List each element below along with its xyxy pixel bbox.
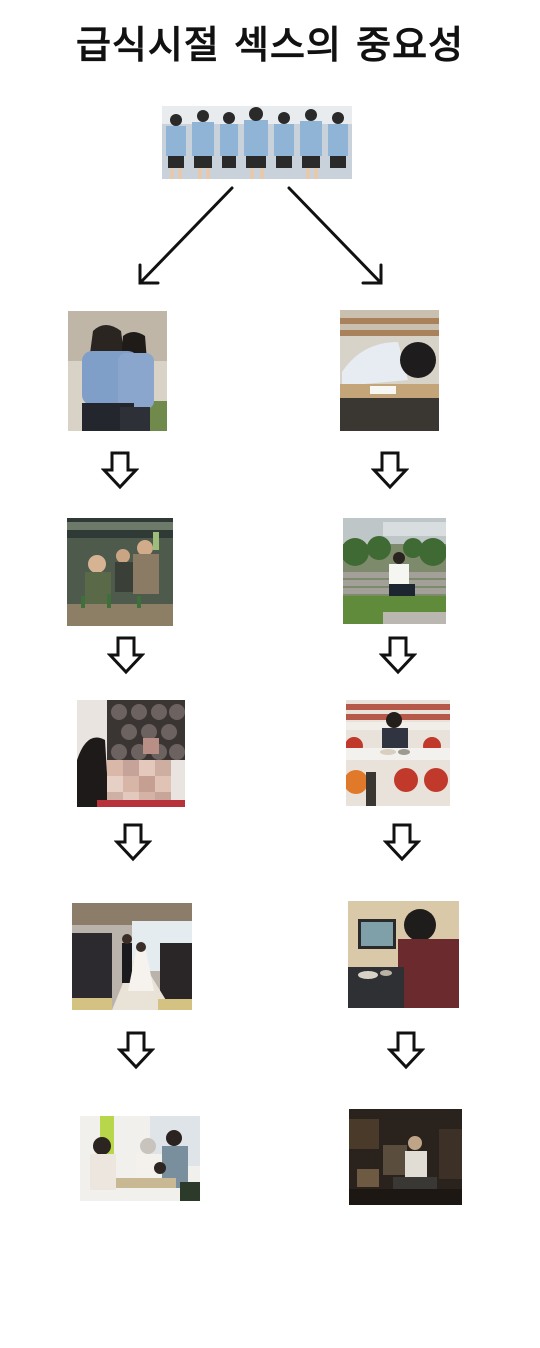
down-arrow-icon: [114, 822, 152, 862]
couple-hugging-photo: [68, 311, 167, 431]
group-drinking-photo: [67, 518, 173, 626]
down-arrow-icon: [383, 822, 421, 862]
down-arrow-icon: [371, 450, 409, 490]
wedding-photo: [72, 903, 192, 1010]
family-photo: [80, 1116, 200, 1201]
page-title: 급식시절 섹스의 중요성: [75, 23, 465, 67]
down-arrow-icon: [117, 1030, 155, 1070]
down-arrow-icon: [101, 450, 139, 490]
studying-alone-photo: [340, 310, 439, 431]
down-arrow-icon: [379, 635, 417, 675]
students-walking-photo: [162, 106, 352, 179]
down-arrow-icon: [387, 1030, 425, 1070]
old-man-alone-photo: [349, 1109, 462, 1205]
eating-alone-cafeteria-photo: [346, 700, 450, 806]
eating-alone-tv-photo: [348, 901, 459, 1008]
sitting-alone-outdoors-photo: [343, 518, 446, 624]
censored-couple-photo: [77, 700, 185, 807]
down-arrow-icon: [107, 635, 145, 675]
